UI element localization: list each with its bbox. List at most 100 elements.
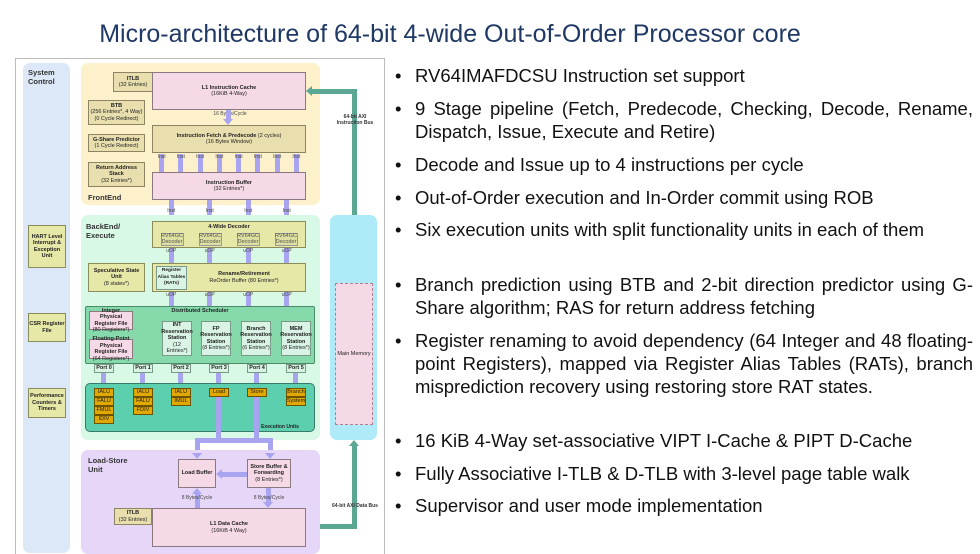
- lsu-path-h: [195, 438, 270, 443]
- csr-register-file: CSR Register File: [28, 313, 66, 342]
- ras-label: Return Address Stack: [95, 164, 138, 178]
- list-item: •Branch prediction using BTB and 2-bit d…: [393, 273, 973, 319]
- inst-arrow: Inst: [173, 154, 188, 172]
- data-bus-line: [352, 446, 357, 528]
- mem-reservation-station: MEM Reservation Station(8 Entries*): [280, 321, 312, 356]
- bullet-icon: •: [395, 330, 402, 351]
- unit-system: System: [286, 397, 306, 406]
- dtlb-box: ITLB(32 Entries): [114, 508, 152, 525]
- execution-units-region: [85, 383, 315, 432]
- inst-arrow: Inst: [231, 154, 246, 172]
- itlb-label: ITLB: [126, 75, 140, 82]
- list-item: •9 Stage pipeline (Fetch, Predecode, Che…: [393, 97, 973, 143]
- bullet-icon: •: [395, 274, 402, 295]
- rv64gc-decoder: RV64GC Decoder: [236, 232, 260, 246]
- inst-arrows-8: Inst Inst Inst Inst Inst Inst Inst Inst: [152, 154, 306, 172]
- lsu-path: [195, 438, 200, 454]
- uop-arrow: uOP: [164, 248, 179, 263]
- instruction-bus-label: 64-bit AXI Instruction Bus: [336, 114, 374, 126]
- lsu-path: [268, 438, 273, 454]
- register-alias-tables: Register Alias Tables (RATs): [156, 266, 187, 290]
- l1dc-sub: (16KiB 4 Way): [211, 527, 247, 534]
- fprf-sub: (64 Registers*): [92, 355, 130, 362]
- list-item-text: RV64IMAFDCSU Instruction set support: [415, 65, 745, 86]
- list-item: • RV64IMAFDCSU Instruction set support: [393, 64, 973, 87]
- list-item-text: Six execution units with split functiona…: [415, 219, 925, 240]
- instruction-bus-line-h: [311, 89, 357, 94]
- list-item: •16 KiB 4-Way set-associative VIPT I-Cac…: [393, 429, 973, 452]
- inst-arrow: Inst: [154, 154, 169, 172]
- system-control-label: System Control: [28, 68, 55, 86]
- fetch-predecode: Instruction Fetch & Predecode (2 cycles)…: [152, 125, 306, 153]
- bullet-icon: •: [395, 65, 402, 86]
- l1ic-sub: (16KiB 4-Way): [211, 91, 247, 97]
- inst-arrow: Inst: [270, 154, 285, 172]
- diagram-frame: [15, 58, 385, 554]
- btb-label: BTB: [110, 102, 123, 109]
- rs-sub: (8 Entries*): [202, 345, 230, 351]
- uop-arrow: uOP: [279, 248, 294, 263]
- l1ic-label: L1 Instruction Cache: [201, 84, 257, 91]
- bullet-icon: •: [395, 495, 402, 516]
- port-0: Port 0: [94, 364, 114, 373]
- store-buffer: Store Buffer & Forwarding(8 Entries*): [247, 459, 291, 488]
- load-buffer: Load Buffer: [178, 459, 216, 488]
- integer-register-file: Integer Physical Register File(80 Regist…: [89, 308, 133, 333]
- btb-sub2: (0 Cycle Redirect): [94, 115, 139, 122]
- uop-arrow: uOP: [202, 248, 217, 263]
- rs-sub: (6 Entries*): [242, 345, 270, 351]
- bullet-icon: •: [395, 219, 402, 240]
- uop-arrows: uOP uOP uOP uOP: [152, 248, 306, 263]
- port-2: Port 2: [171, 364, 191, 373]
- rs-label: INT Reservation Station: [161, 322, 193, 342]
- bullet-icon: •: [395, 463, 402, 484]
- list-item-text: Register renaming to avoid dependency (6…: [415, 330, 973, 397]
- uop-arrow: uOP: [241, 248, 256, 263]
- list-item: •Decode and Issue up to 4 instructions p…: [393, 153, 973, 176]
- list-item: •Fully Associative I-TLB & D-TLB with 3-…: [393, 462, 973, 485]
- list-item: • Register renaming to avoid dependency (…: [393, 329, 973, 398]
- rename-label: Rename/Retirement: [218, 271, 270, 277]
- hart-unit: HART Level Interrupt & Exception Unit: [28, 225, 66, 268]
- list-item: •Out-of-Order execution and In-Order com…: [393, 186, 973, 209]
- inst-arrow: Inst: [212, 154, 227, 172]
- unit-store: Store: [247, 388, 267, 397]
- inst-arrow: Inst: [250, 154, 265, 172]
- frontend-label: FrontEnd: [88, 193, 122, 202]
- execution-units-label: Execution Units: [261, 424, 299, 430]
- bullet-icon: •: [395, 154, 402, 175]
- unit-imul: IMUL: [171, 397, 191, 406]
- store-path: [254, 397, 259, 441]
- arrow-head: [349, 440, 359, 446]
- btb-box: BTB(256 Entries*, 4 Way)(0 Cycle Redirec…: [88, 100, 145, 125]
- arrow-head: [263, 502, 273, 508]
- list-item-text: Out-of-Order execution and In-Order comm…: [415, 187, 874, 208]
- port-1: Port 1: [133, 364, 153, 373]
- uop-arrow: uOP: [241, 292, 256, 306]
- spec-label: Speculative State Unit: [93, 267, 140, 281]
- sb-label: Store Buffer & Forwarding: [250, 463, 288, 477]
- return-address-stack: Return Address Stack(32 Entries*): [88, 162, 145, 187]
- fp-register-file: Floating-Point Physical Register File(64…: [89, 336, 133, 362]
- arrow: [293, 373, 298, 383]
- itlb-sub: (32 Entries): [118, 82, 148, 88]
- fprf-label: Floating-Point Physical Register File: [92, 336, 130, 355]
- fp-reservation-station: FP Reservation Station(8 Entries*): [200, 321, 232, 356]
- speculative-state-unit: Speculative State Unit(8 states*): [88, 263, 145, 292]
- ifpd-cycles: (2 cycles): [257, 132, 282, 139]
- int-reservation-station: INT Reservation Station(12 Entries*): [161, 321, 193, 356]
- rv64gc-decoder: RV64GC Decoder: [274, 232, 298, 246]
- main-memory: Main Memory: [335, 283, 373, 425]
- arrow-head: [216, 469, 222, 479]
- itlb-box: ITLB(32 Entries): [113, 72, 153, 92]
- arrow: [254, 373, 259, 383]
- rob-label: ReOrder Buffer (80 Entries*): [209, 277, 279, 284]
- list-item: • Supervisor and user mode implementation: [393, 494, 973, 517]
- unit-falu: FALU: [133, 397, 153, 406]
- l1-data-cache: L1 Data Cache(16KiB 4 Way): [152, 508, 306, 547]
- ibuf-label: Instruction Buffer: [205, 179, 253, 186]
- instruction-buffer: Instruction Buffer(32 Entries*): [152, 172, 306, 200]
- arrow-head: [192, 488, 202, 494]
- list-item-text: Supervisor and user mode implementation: [415, 495, 763, 516]
